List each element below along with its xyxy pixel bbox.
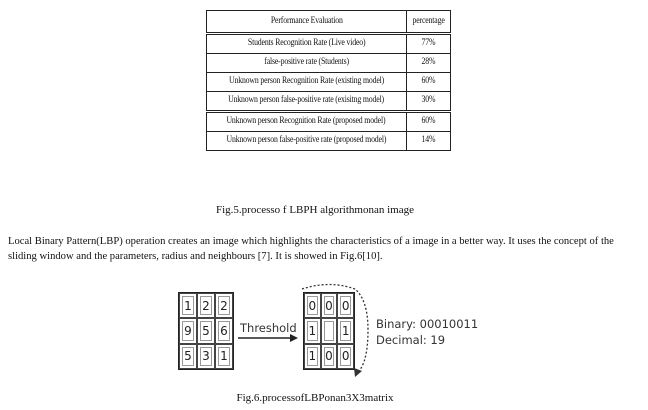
row-value: 14% (405, 131, 451, 151)
matrix-cell: 6 (215, 318, 233, 344)
matrix-cell: 0 (304, 293, 321, 319)
matrix-cell (320, 318, 338, 344)
matrix-cell: 1 (179, 293, 197, 319)
matrix-cell: 2 (215, 293, 233, 319)
table-row: Unknown person false-positive rate (prop… (206, 131, 451, 151)
matrix-cell: 0 (320, 293, 338, 319)
output-matrix: 0 0 0 1 1 1 0 0 (303, 292, 355, 370)
decimal-label: Decimal: 19 (376, 333, 446, 347)
matrix-cell: 1 (337, 318, 354, 344)
threshold-arrow-head (290, 334, 298, 342)
binary-label: Binary: 00010011 (376, 317, 479, 331)
performance-table: Performance Evaluation percentage Studen… (206, 10, 451, 151)
table-header-row: Performance Evaluation percentage (206, 10, 451, 34)
circular-read-path (301, 283, 369, 373)
matrix-cell: 3 (197, 343, 215, 369)
threshold-label: Threshold (240, 321, 297, 335)
matrix-cell: 1 (304, 318, 321, 344)
matrix-cell: 0 (320, 343, 338, 369)
matrix-cell: 5 (179, 343, 197, 369)
body-paragraph: Local Binary Pattern(LBP) operation crea… (8, 236, 614, 262)
figure-5-caption: Fig.5.processo f LBPH algorithmonan imag… (216, 204, 414, 216)
circular-read-arrowhead (354, 368, 362, 377)
matrix-cell: 2 (197, 293, 215, 319)
input-matrix: 1 2 2 9 5 6 5 3 1 (178, 292, 234, 370)
matrix-cell: 0 (337, 343, 354, 369)
table-row: false-positive rate (Students) 28% (206, 53, 451, 73)
matrix-cell: 0 (337, 293, 354, 319)
table-row: Unknown person Recognition Rate (propose… (206, 110, 451, 132)
matrix-cell: 9 (179, 318, 197, 344)
matrix-cell: 1 (304, 343, 321, 369)
figure-6-caption: Fig.6.processofLBPonan3X3matrix (236, 392, 394, 404)
table-row: Unknown person Recognition Rate (existin… (206, 72, 451, 92)
matrix-cell: 1 (215, 343, 233, 369)
matrix-cell: 5 (197, 318, 215, 344)
